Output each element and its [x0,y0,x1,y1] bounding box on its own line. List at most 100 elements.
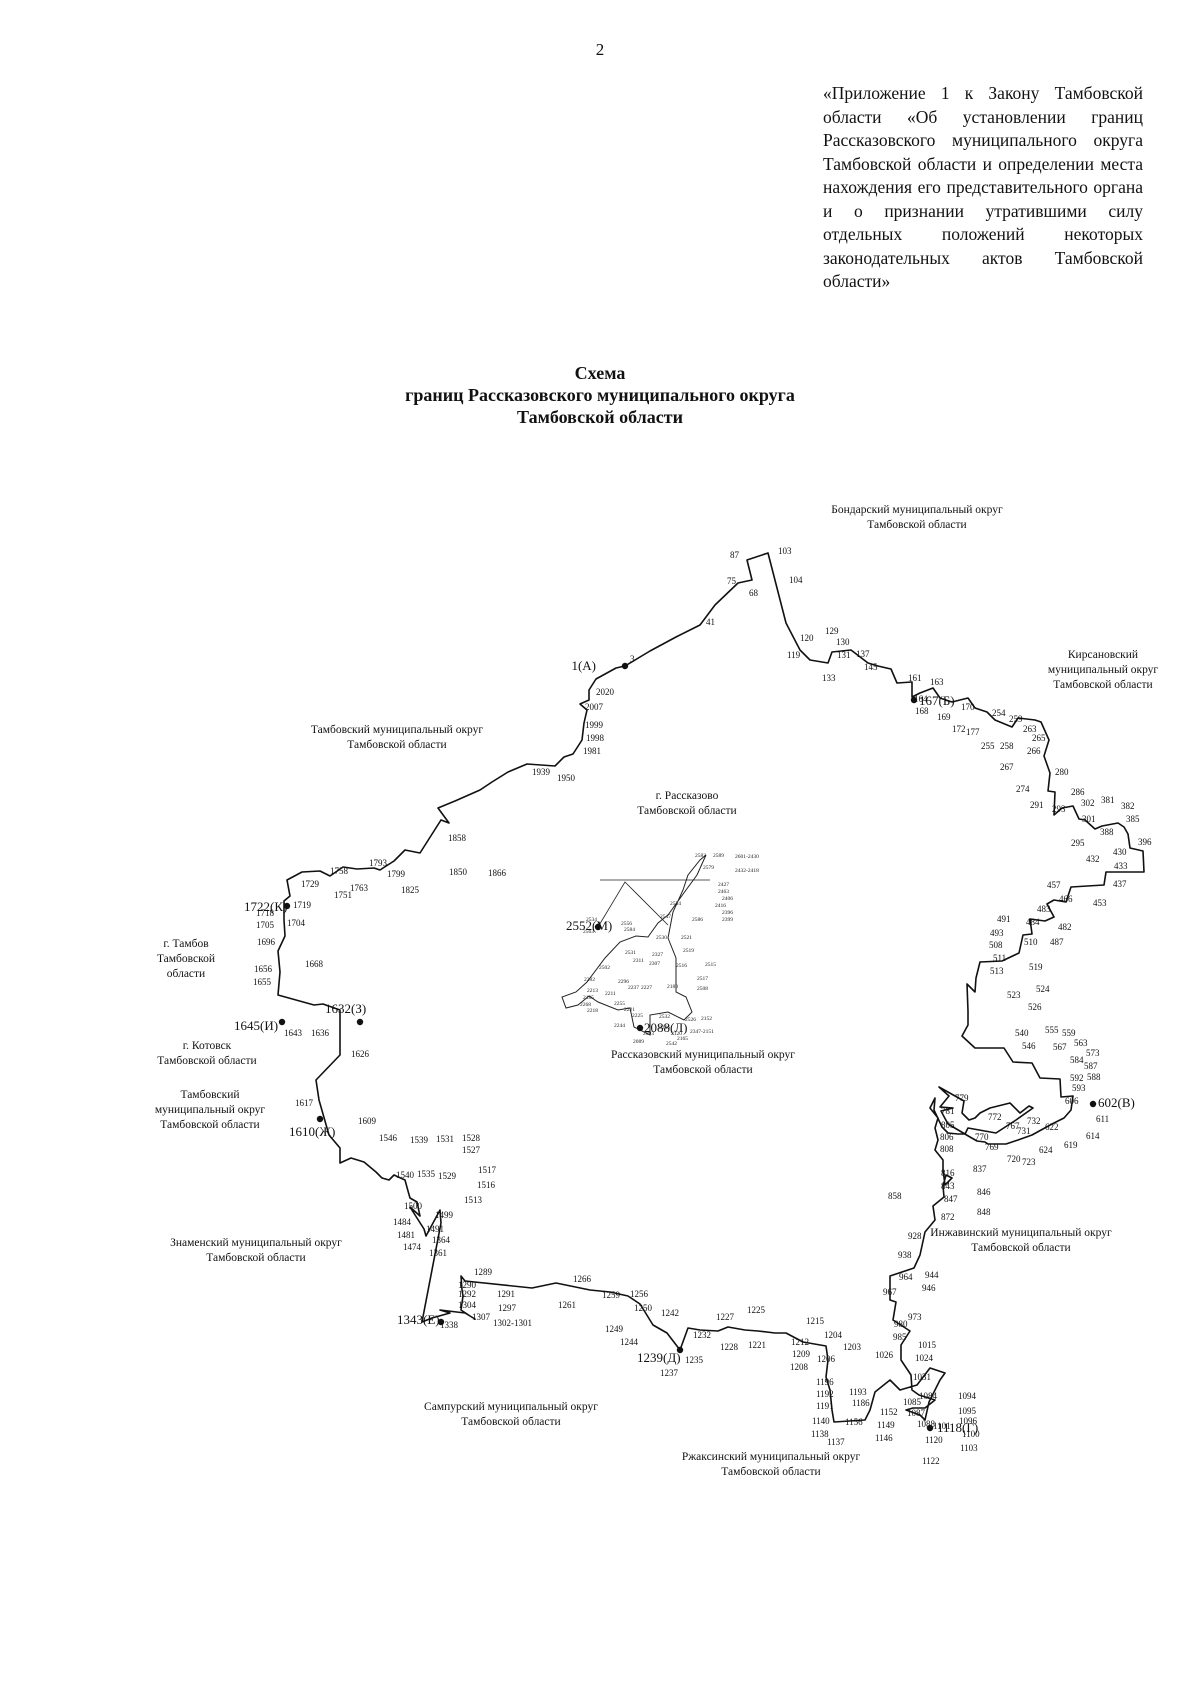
vertex-label-267: 267 [1000,762,1014,772]
vertex-label-453: 453 [1093,898,1107,908]
inset-vertex-label-2416: 2416 [715,903,726,909]
vertex-label-1474: 1474 [403,1242,422,1252]
vertex-label-1204: 1204 [824,1330,843,1340]
vertex-label-1235: 1235 [685,1355,704,1365]
vertex-label-1206: 1206 [817,1354,836,1364]
vertex-label-772: 772 [988,1112,1002,1122]
vertex-label-1149: 1149 [877,1420,895,1430]
vertex-label-1096: 1096 [959,1416,978,1426]
vertex-label-430: 430 [1113,847,1127,857]
vertex-label-1256: 1256 [630,1289,649,1299]
inset-vertex-label-2213: 2213 [587,988,598,994]
inset-vertex-label-2515: 2515 [705,962,716,968]
inset-vertex-label-2221: 2221 [624,1007,635,1013]
inset-vertex-label-2589: 2589 [713,853,724,859]
vertex-label-1122: 1122 [922,1456,940,1466]
vertex-label-1146: 1146 [875,1433,893,1443]
vertex-label-286: 286 [1071,787,1085,797]
vertex-label-1307: 1307 [472,1312,491,1322]
major-point-label-G: 1118(Г) [937,1420,978,1435]
vertex-label-1088: 1088 [917,1419,936,1429]
vertex-label-1232: 1232 [693,1330,711,1340]
inset-vertex-label-2399: 2399 [722,917,733,923]
vertex-label-388: 388 [1100,827,1114,837]
vertex-label-846: 846 [977,1187,991,1197]
vertex-label-563: 563 [1074,1038,1088,1048]
inset-vertex-label-2120: 2120 [671,1031,682,1037]
inset-vertex-label-2547: 2547 [660,914,671,920]
vertex-label-1191: 1191 [816,1401,834,1411]
vertex-label-805: 805 [941,1120,955,1130]
vertex-label-1981: 1981 [583,746,601,756]
region-label-znamensky: Тамбовской области [206,1252,305,1264]
vertex-label-592: 592 [1070,1073,1084,1083]
inset-vertex-label-2185: 2185 [583,995,594,1001]
inset-vertex-label-2211: 2211 [605,991,616,997]
vertex-label-259: 259 [1009,714,1023,724]
vertex-label-1656: 1656 [254,964,273,974]
region-label-inzhavinsky: Инжавинский муниципальный округ [930,1227,1112,1239]
vertex-label-944: 944 [925,1270,939,1280]
inset-vertex-label-2530: 2530 [656,935,667,941]
vertex-label-172: 172 [952,724,966,734]
vertex-label-767: 767 [1006,1121,1020,1131]
vertex-label-1361: 1361 [429,1248,447,1258]
major-point-label-B: 167(Б) [919,693,955,708]
vertex-label-263: 263 [1023,724,1037,734]
vertex-label-1858: 1858 [448,833,467,843]
vertex-label-1100: 1100 [962,1429,980,1439]
vertex-label-1540: 1540 [396,1170,415,1180]
vertex-label-1031: 1031 [913,1372,931,1382]
vertex-label-964: 964 [899,1272,913,1282]
region-label-rzhaksinsky: Ржаксинский муниципальный округ [682,1451,861,1463]
vertex-label-770: 770 [975,1132,989,1142]
vertex-label-1729: 1729 [301,879,320,889]
vertex-label-1338: 1338 [440,1320,459,1330]
vertex-label-980: 980 [894,1319,908,1329]
vertex-label-1643: 1643 [284,1028,303,1038]
vertex-label-1292: 1292 [458,1289,476,1299]
vertex-label-169: 169 [937,712,951,722]
inset-vertex-label-2532: 2532 [659,1014,670,1020]
rasskazovo-city-boundary [561,854,707,1036]
vertex-label-1719: 1719 [293,900,312,910]
major-point-marker-I [278,1018,286,1026]
region-label-tambovsky_mo: Тамбовский муниципальный округ [311,724,484,736]
inset-vertex-label-2406: 2406 [722,896,733,902]
vertex-label-1101: 1101 [933,1421,951,1431]
major-point-label-I: 1645(И) [234,1018,278,1033]
appendix-caption: «Приложение 1 к Закону Тамбовской област… [823,83,1143,291]
inset-vertex-label-2307: 2307 [649,961,660,967]
vertex-label-1850: 1850 [449,867,468,877]
region-label-kirsanovsky: Тамбовской области [1053,679,1152,691]
vertex-label-1152: 1152 [880,1407,898,1417]
vertex-label-133: 133 [822,673,836,683]
vertex-label-120: 120 [800,633,814,643]
inset-vertex-label-2508: 2508 [697,986,708,992]
region-label-tambovsky_mo_2: муниципальный округ [155,1104,266,1116]
vertex-label-433: 433 [1114,861,1128,871]
vertex-label-1696: 1696 [257,937,276,947]
inset-vertex-label-2432-2418: 2432-2418 [735,868,759,874]
vertex-label-437: 437 [1113,879,1127,889]
major-point-marker-M [594,923,602,931]
vertex-label-546: 546 [1022,1041,1036,1051]
vertex-label-872: 872 [941,1212,955,1222]
vertex-label-1531: 1531 [436,1134,454,1144]
vertex-label-1137: 1137 [827,1437,845,1447]
major-point-marker-E [437,1318,445,1326]
vertex-label-1085: 1085 [903,1397,922,1407]
vertex-label-1539: 1539 [410,1135,429,1145]
vertex-label-938: 938 [898,1250,912,1260]
inset-vertex-label-2579: 2579 [703,865,714,871]
vertex-label-164: 164 [914,694,928,704]
major-point-label-M: 2552(М) [566,918,612,933]
major-point-marker-B [910,696,918,704]
major-point-label-V: 602(В) [1098,1095,1135,1110]
region-label-bondarsky: Бондарский муниципальный округ [831,504,1003,516]
vertex-label-1156: 1156 [845,1417,863,1427]
major-point-marker-L [636,1024,644,1032]
inset-vertex-label-2427: 2427 [718,882,729,888]
region-label-tambovsky_mo: Тамбовской области [347,739,446,751]
vertex-label-483: 483 [1037,904,1051,914]
